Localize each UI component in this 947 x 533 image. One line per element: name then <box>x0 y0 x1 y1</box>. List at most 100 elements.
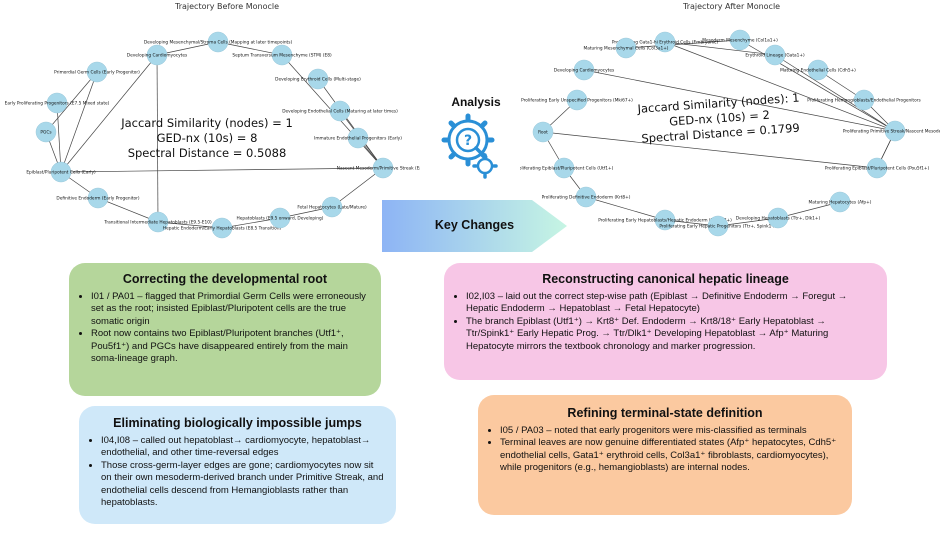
card-terminal-item: Terminal leaves are now genuine differen… <box>500 437 840 474</box>
svg-text:?: ? <box>464 133 472 149</box>
graph-node-label: Developing Endothelial Cells (Maturing a… <box>282 109 398 115</box>
graph-node: Hepatic Endoderm/Early Hepatoblasts (E8.… <box>163 217 281 239</box>
graph-node-circle <box>211 217 233 239</box>
graph-node-circle <box>707 215 729 237</box>
graph-node-circle <box>532 121 554 143</box>
graph-node-circle <box>372 157 394 179</box>
analysis-label: Analysis <box>451 95 501 109</box>
graph-node: Developing Endothelial Cells (Maturing a… <box>282 100 398 122</box>
graph-edge <box>583 69 896 132</box>
graph-node-label: Transitional Intermediate Hepatoblasts (… <box>103 220 212 226</box>
graph-node-circle <box>553 157 575 179</box>
card-terminal-title: Refining terminal-state definition <box>567 406 763 420</box>
graph-node-circle <box>307 68 329 90</box>
graph-node-circle <box>86 61 108 83</box>
graph-node-label: Proliferating Early Unspecified Progenit… <box>521 98 633 104</box>
graph-node: Proliferating Gata1-hi Erythroid Cells (… <box>612 31 718 53</box>
graph-node: Proliferating Definitive Endoderm (Krt8+… <box>542 186 631 208</box>
card-correcting-root: Correcting the developmental root I01 / … <box>69 263 381 396</box>
graph-node-label: Proliferating Gata1-hi Erythroid Cells (… <box>612 40 718 46</box>
graph-node: Immature Endothelial Progenitors (Early) <box>314 127 402 149</box>
graph-node-circle <box>884 120 906 142</box>
graph-node-label: Proliferating Primitive Streak/Nascent M… <box>843 129 940 135</box>
graph-node-circle <box>329 100 351 122</box>
graph-node-label: Maturing Endothelial Cells (Cdh5+) <box>780 68 856 74</box>
graph-node-label: Septum Transversum Mesenchyme (STM) (E8) <box>232 53 332 59</box>
graph-node-label: Definitive Endoderm (Early Progenitor) <box>56 196 139 202</box>
graph-node-circle <box>146 44 168 66</box>
after-graph-title: Trajectory After Monocle <box>683 2 781 11</box>
graph-edge <box>157 221 223 229</box>
graph-node: Maturing Hepatocytes (Afp+) <box>809 191 872 213</box>
before-jaccard-metric: Jaccard Similarity (nodes) = 1 <box>120 116 293 130</box>
graph-node-label: PGCs <box>40 130 52 136</box>
graph-node: Hepatoblasts (E9.5 onward, Developing) <box>237 207 324 229</box>
graph-edge <box>60 71 98 173</box>
graph-node-circle <box>269 207 291 229</box>
graph-node-circle <box>147 211 169 233</box>
graph-edge <box>97 197 159 223</box>
before-ged-metric: GED-nx (10s) = 8 <box>157 131 258 145</box>
graph-node: Definitive Endoderm (Early Progenitor) <box>56 187 140 209</box>
graph-node-label: Early Proliferating Progenitors (E7.5 Mi… <box>5 101 110 107</box>
graph-node-circle <box>764 44 786 66</box>
graph-node-label: Maturing Hepatocytes (Afp+) <box>809 200 872 206</box>
card-hepatic-lineage: Reconstructing canonical hepatic lineage… <box>444 263 887 380</box>
graph-node-label: Nascent Mesoderm/Primitive Streak (Early… <box>337 166 420 172</box>
graph-node-circle <box>321 196 343 218</box>
analysis-gear-icon: ? <box>441 113 498 179</box>
graph-edge <box>625 39 741 49</box>
graph-edge <box>60 167 384 173</box>
graph-node-label: Fetal Hepatocytes (Late/Mature) <box>297 205 367 211</box>
graph-node-label: Developing Hepatoblasts (Ttr+, Dlk1+) <box>736 216 821 222</box>
graph-node-circle <box>207 31 229 53</box>
graph-node-circle <box>767 207 789 229</box>
graph-node: Developing Cardiomyocytes <box>127 44 188 66</box>
graph-node-label: Proliferating Epiblast/Pluripotent Cells… <box>520 166 614 172</box>
graph-node-label: Proliferating Early Hepatic Progenitors … <box>659 224 777 230</box>
graph-node: Septum Transversum Mesenchyme (STM) (E8) <box>232 44 332 66</box>
graph-edge <box>774 54 896 132</box>
graph-node: Fetal Hepatocytes (Late/Mature) <box>297 196 367 218</box>
graph-node-label: Proliferating Epiblast/Pluripotent Cells… <box>825 166 930 172</box>
graph-node-label: Proliferating Early Hepatoblasts/Hepatic… <box>598 218 732 224</box>
graph-node: Primordial Germ Cells (Early Progenitor) <box>54 61 140 83</box>
graph-node: Proliferating Hemangioblasts/Endothelial… <box>807 89 921 111</box>
graph-node: Proliferating Early Unspecified Progenit… <box>521 89 633 111</box>
graph-node-circle <box>87 187 109 209</box>
graph-node-circle <box>566 89 588 111</box>
graph-node-circle <box>50 161 72 183</box>
card-terminal-item: I05 / PA03 – noted that early progenitor… <box>500 425 840 437</box>
graph-node: Developing Cardiomyocytes <box>554 59 615 81</box>
graph-node: Transitional Intermediate Hepatoblasts (… <box>103 211 212 233</box>
card-jumps-item: I04,I08 – called out hepatoblast→ cardio… <box>101 435 384 460</box>
before-graph-title: Trajectory Before Monocle <box>175 2 280 11</box>
graph-node-label: Immature Endothelial Progenitors (Early) <box>314 136 402 142</box>
graph-node-label: Primordial Germ Cells (Early Progenitor) <box>54 70 140 76</box>
card-jumps-item: Those cross-germ-layer edges are gone; c… <box>101 460 384 510</box>
before-trajectory-graph: Developing Mesenchymal/Stroma Cells (Map… <box>5 31 420 239</box>
card-hepatic-title: Reconstructing canonical hepatic lineage <box>542 272 789 286</box>
graph-node: Erythroid Lineage (Gata1+) <box>745 44 805 66</box>
graph-node: Epiblast/Pluripotent Cells (Early) <box>26 161 96 183</box>
graph-node: Developing Erythroid Cells (Multi-stage) <box>275 68 361 90</box>
after-trajectory-graph: Proliferating Gata1-hi Erythroid Cells (… <box>520 29 940 237</box>
key-changes-arrow <box>382 200 567 252</box>
graph-node: Proliferating Early Hepatic Progenitors … <box>659 215 777 237</box>
graph-node: Nascent Mesoderm/Primitive Streak (Early… <box>337 157 420 179</box>
graph-node-label: Developing Cardiomyocytes <box>127 53 188 59</box>
graph-node-circle <box>829 191 851 213</box>
graph-node-label: Developing Cardiomyocytes <box>554 68 615 74</box>
graph-node-label: Epiblast/Pluripotent Cells (Early) <box>26 170 96 176</box>
graph-node-circle <box>729 29 751 51</box>
graph-node-circle <box>573 59 595 81</box>
graph-node: Maturing Mesenchymal Cells (Col3a1+) <box>583 37 669 59</box>
graph-node: Developing Hepatoblasts (Ttr+, Dlk1+) <box>736 207 821 229</box>
graph-node: Proliferating Early Hepatoblasts/Hepatic… <box>598 209 732 231</box>
graph-node-label: Mesoderm Mesenchyme (Col1a1+) <box>702 38 778 44</box>
graph-edge <box>45 71 98 133</box>
graph-node-circle <box>35 121 57 143</box>
graph-node-circle <box>654 31 676 53</box>
graph-node: Root <box>532 121 554 143</box>
graph-node-circle <box>807 59 829 81</box>
